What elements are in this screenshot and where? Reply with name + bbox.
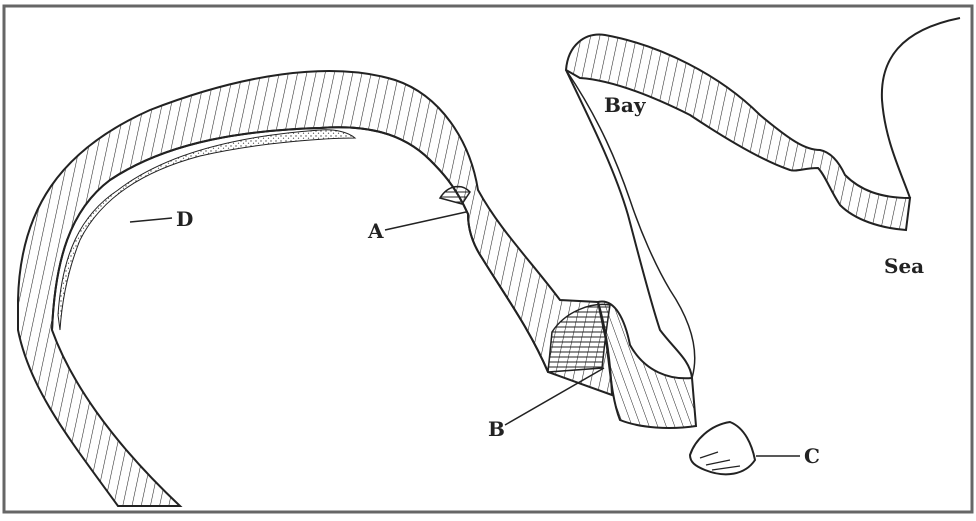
- far-headland-cliff: [566, 35, 910, 230]
- leader-a: [385, 212, 466, 230]
- label-b: B: [488, 417, 505, 441]
- label-d: D: [176, 207, 193, 231]
- label-bay: Bay: [604, 93, 647, 117]
- leader-b: [505, 368, 604, 425]
- bay-side-cliff: [598, 302, 696, 428]
- sea-boundary: [882, 18, 960, 198]
- label-c: C: [804, 444, 820, 468]
- label-sea: Sea: [884, 254, 924, 278]
- leader-d: [130, 218, 172, 222]
- label-a: A: [367, 219, 384, 243]
- stack-c: [690, 422, 755, 474]
